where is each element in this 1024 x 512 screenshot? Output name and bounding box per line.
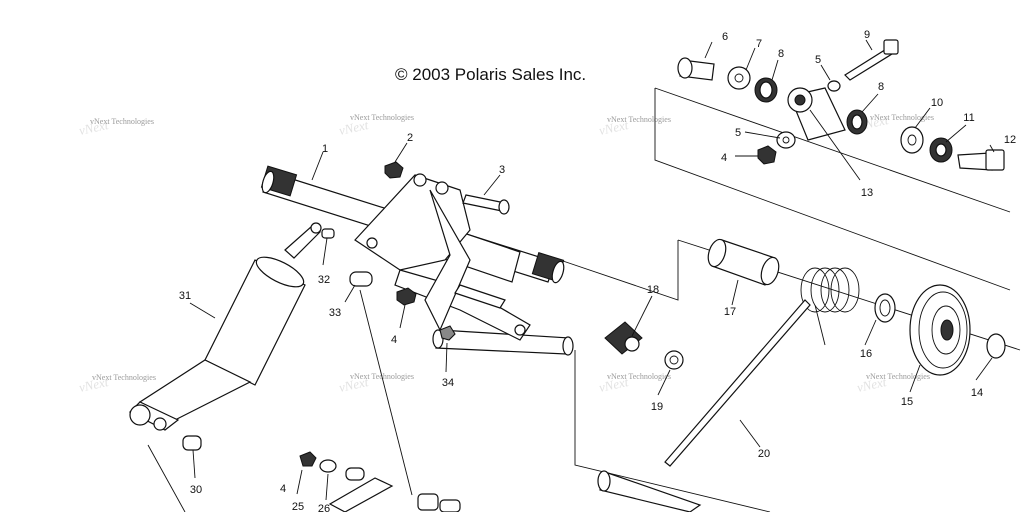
callout-1: 1 [322, 143, 328, 155]
copyright-text: © 2003 Polaris Sales Inc. [395, 65, 586, 84]
callout-32: 32 [318, 274, 330, 286]
callout-33: 33 [329, 307, 341, 319]
watermark: vNext Technologies [866, 372, 930, 381]
small-fasteners [182, 161, 510, 512]
callout-numbers: 1 2 3 4 4 4 5 5 6 7 8 8 9 10 11 12 13 14… [179, 29, 1016, 512]
callout-8: 8 [878, 81, 884, 93]
part-31-shock-absorber [128, 222, 322, 431]
upper-right-hardware [677, 39, 1005, 171]
wheel-assembly [874, 284, 1006, 376]
callout-10: 10 [931, 97, 943, 109]
watermark: vNext Technologies [607, 115, 671, 124]
callout-16: 16 [860, 348, 872, 360]
callout-7: 7 [756, 38, 762, 50]
callout-26: 26 [318, 503, 330, 512]
callout-15: 15 [901, 396, 913, 408]
parts-18-19 [604, 321, 684, 370]
part-20-torsion-spring [664, 267, 860, 467]
callout-4: 4 [391, 334, 397, 346]
svg-text:vNext: vNext [78, 117, 110, 138]
watermark: vNext Technologies [350, 113, 414, 122]
callout-5: 5 [815, 54, 821, 66]
callout-17: 17 [724, 306, 736, 318]
watermark: vNext Technologies [92, 373, 156, 382]
callout-34: 34 [442, 377, 454, 389]
watermark: vNext Technologies [607, 372, 671, 381]
svg-text:vNext: vNext [78, 374, 110, 395]
callout-30: 30 [190, 484, 202, 496]
callout-18: 18 [647, 284, 659, 296]
svg-text:vNext: vNext [598, 117, 630, 138]
svg-text:vNext: vNext [856, 374, 888, 395]
callout-19: 19 [651, 401, 663, 413]
lower-tube [597, 470, 702, 512]
part-17-bushing-tube [707, 238, 780, 286]
bracket-arm-assembly [354, 173, 531, 341]
callout-31: 31 [179, 290, 191, 302]
callout-11: 11 [963, 112, 974, 124]
callout-14: 14 [971, 387, 983, 399]
callout-5: 5 [735, 127, 741, 139]
callout-9: 9 [864, 29, 870, 41]
leader-lines [189, 39, 995, 501]
callout-2: 2 [407, 132, 413, 144]
callout-4: 4 [721, 152, 727, 164]
callout-3: 3 [499, 164, 505, 176]
watermark: vNext Technologies [870, 113, 934, 122]
callout-13: 13 [861, 187, 873, 199]
callout-8: 8 [778, 48, 784, 60]
svg-text:vNext: vNext [598, 374, 630, 395]
callout-4: 4 [280, 483, 286, 495]
callout-25: 25 [292, 501, 304, 512]
callout-20: 20 [758, 448, 770, 460]
watermark: vNext Technologies [90, 117, 154, 126]
callout-6: 6 [722, 31, 728, 43]
svg-text:vNext: vNext [338, 374, 370, 395]
svg-text:vNext: vNext [338, 117, 370, 138]
callout-12: 12 [1004, 134, 1016, 146]
